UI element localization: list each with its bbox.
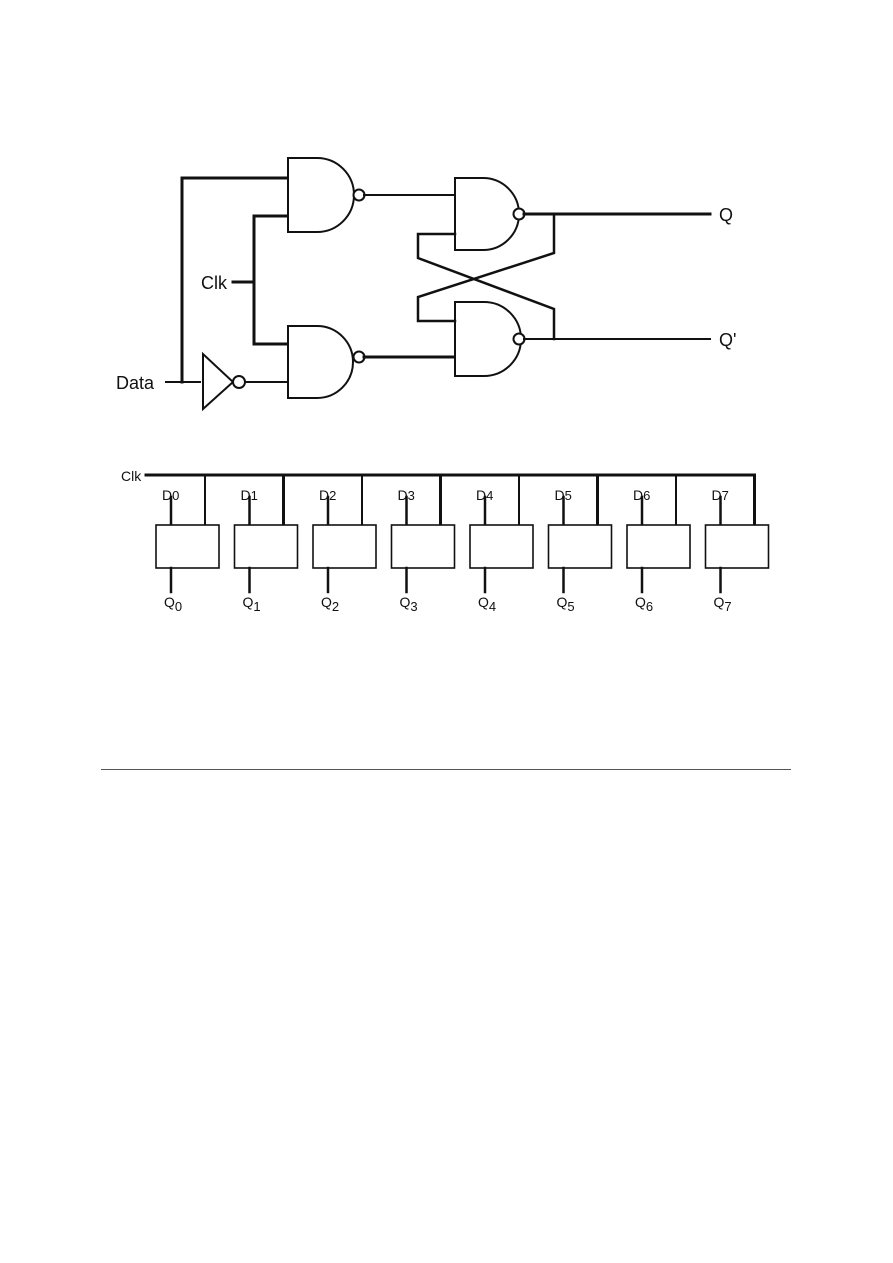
clk-label: Clk [201, 273, 228, 293]
d-label-letter: D [633, 487, 643, 503]
q-label-letter: Q [164, 594, 175, 610]
q-label-letter: Q [243, 594, 254, 610]
d-label-letter: D [476, 487, 486, 503]
d-label-letter: D [712, 487, 722, 503]
q-label-subscript: 7 [724, 599, 731, 614]
flip-flop-box [469, 524, 534, 569]
data-label: Data [116, 373, 155, 393]
q-label-letter: Q [478, 594, 489, 610]
lower-input-nand-gate [287, 325, 354, 399]
d-latch-diagram: Data Clk Q Q' [116, 157, 736, 412]
q-label-subscript: 2 [332, 599, 339, 614]
q-label: Q [719, 205, 733, 225]
cell-q-label: Q0 [164, 594, 182, 614]
d-label-letter: D [319, 487, 329, 503]
d-label-subscript: 1 [251, 488, 258, 503]
d-label-subscript: 4 [486, 488, 493, 503]
data-branch-wire [180, 176, 290, 384]
cell-d-label: D6 [633, 487, 650, 503]
cell-q-label: Q5 [557, 594, 575, 614]
register-clk-label: Clk [121, 468, 142, 484]
q-label-subscript: 1 [253, 599, 260, 614]
q-label-subscript: 6 [646, 599, 653, 614]
upper-latch-nand-gate [454, 177, 520, 251]
flip-flop-box [233, 524, 299, 569]
cell-d-label: D4 [476, 487, 493, 503]
inverter-gate [202, 351, 235, 412]
lower-latch-nand-gate [454, 301, 522, 377]
clk-branch-wire [252, 214, 290, 346]
q-label-letter: Q [400, 594, 411, 610]
inverter-bubble [232, 375, 246, 389]
flip-flop-box [155, 524, 220, 569]
cell-d-label: D0 [162, 487, 179, 503]
d-label-letter: D [241, 487, 251, 503]
cell-d-label: D2 [319, 487, 336, 503]
q-label-letter: Q [557, 594, 568, 610]
d-label-subscript: 3 [408, 488, 415, 503]
d-label-letter: D [162, 487, 172, 503]
feedback-from-q-bar-wire [416, 232, 556, 341]
upper-input-nand-gate [287, 157, 355, 233]
q-label-letter: Q [635, 594, 646, 610]
q-label-subscript: 5 [567, 599, 574, 614]
cell-d-label: D5 [555, 487, 572, 503]
cell-q-label: Q6 [635, 594, 653, 614]
cell-d-label: D3 [398, 487, 415, 503]
flip-flop-box [390, 524, 456, 569]
upper-input-nand-bubble [352, 188, 366, 202]
horizontal-rule [101, 769, 791, 770]
d-label-subscript: 6 [643, 488, 650, 503]
d-label-subscript: 0 [172, 488, 179, 503]
flip-flop-box [704, 524, 770, 569]
q-label-subscript: 0 [175, 599, 182, 614]
flip-flop-box [547, 524, 613, 569]
lower-latch-nand-bubble [512, 332, 526, 346]
q-bar-label: Q' [719, 330, 736, 350]
flip-flop-box [312, 524, 377, 569]
q-label-subscript: 3 [410, 599, 417, 614]
d-label-subscript: 2 [329, 488, 336, 503]
cell-q-label: Q1 [243, 594, 261, 614]
d-label-letter: D [398, 487, 408, 503]
q-label-letter: Q [714, 594, 725, 610]
cell-q-label: Q3 [400, 594, 418, 614]
cell-q-label: Q4 [478, 594, 496, 614]
flip-flop-box [626, 524, 691, 569]
d-label-subscript: 5 [565, 488, 572, 503]
cell-q-label: Q7 [714, 594, 732, 614]
feedback-from-q-wire [416, 212, 556, 323]
d-label-subscript: 7 [722, 488, 729, 503]
cell-d-label: D1 [241, 487, 258, 503]
q-label-subscript: 4 [489, 599, 496, 614]
cell-q-label: Q2 [321, 594, 339, 614]
d-label-letter: D [555, 487, 565, 503]
cell-d-label: D7 [712, 487, 729, 503]
q-label-letter: Q [321, 594, 332, 610]
